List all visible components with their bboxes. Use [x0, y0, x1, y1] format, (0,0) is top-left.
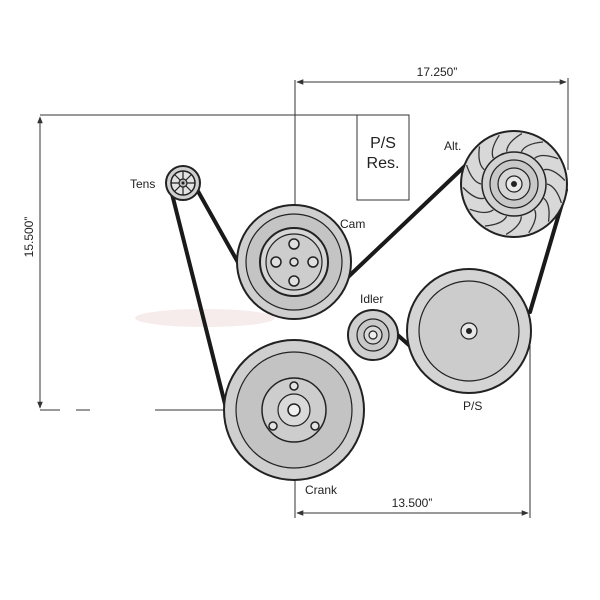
fan-blade: [543, 168, 566, 181]
reservoir-label-line2: Res.: [367, 155, 400, 172]
fan-blade: [506, 133, 523, 152]
fan-blade: [469, 208, 494, 214]
ps-pulley: [406, 268, 532, 394]
crank-label: Crank: [305, 483, 338, 497]
ps-label: P/S: [463, 399, 482, 413]
fan-blade: [484, 215, 508, 227]
cam-pulley: [236, 204, 352, 320]
fan-blade: [465, 164, 482, 185]
belt-span-cam-alt: [345, 163, 468, 280]
crank-pulley: [223, 339, 365, 481]
belt-span-tens-crank: [168, 184, 228, 410]
fan-blade: [505, 216, 522, 235]
cam-label: Cam: [340, 217, 365, 231]
dimension-lines: [37, 78, 569, 518]
ps-reservoir: P/S Res.: [356, 114, 410, 201]
fan-blade: [528, 209, 537, 234]
reservoir-label-line1: P/S: [370, 135, 396, 152]
fan-blade: [462, 187, 485, 200]
fan-blade: [491, 134, 500, 159]
alternator-pulley: [460, 130, 568, 238]
alternator-label: Alt.: [444, 139, 461, 153]
fan-blade: [543, 197, 550, 222]
idler-label: Idler: [360, 292, 383, 306]
bottom-dimension-label: 13.500”: [392, 496, 433, 510]
tensioner-pulley: [165, 165, 201, 201]
fan-blade: [546, 183, 563, 204]
fan-blades-icon: [462, 133, 566, 235]
idler-pulley: [347, 309, 399, 361]
left-dimension-label: 15.500”: [22, 217, 36, 258]
fan-blade: [520, 141, 544, 153]
fan-blade: [478, 146, 485, 171]
crank-bolt-holes-icon: [268, 381, 320, 431]
fan-blade: [534, 154, 559, 160]
cam-bolt-holes-icon: [270, 238, 319, 287]
top-dimension-label: 17.250”: [417, 65, 458, 79]
tensioner-label: Tens: [130, 177, 155, 191]
